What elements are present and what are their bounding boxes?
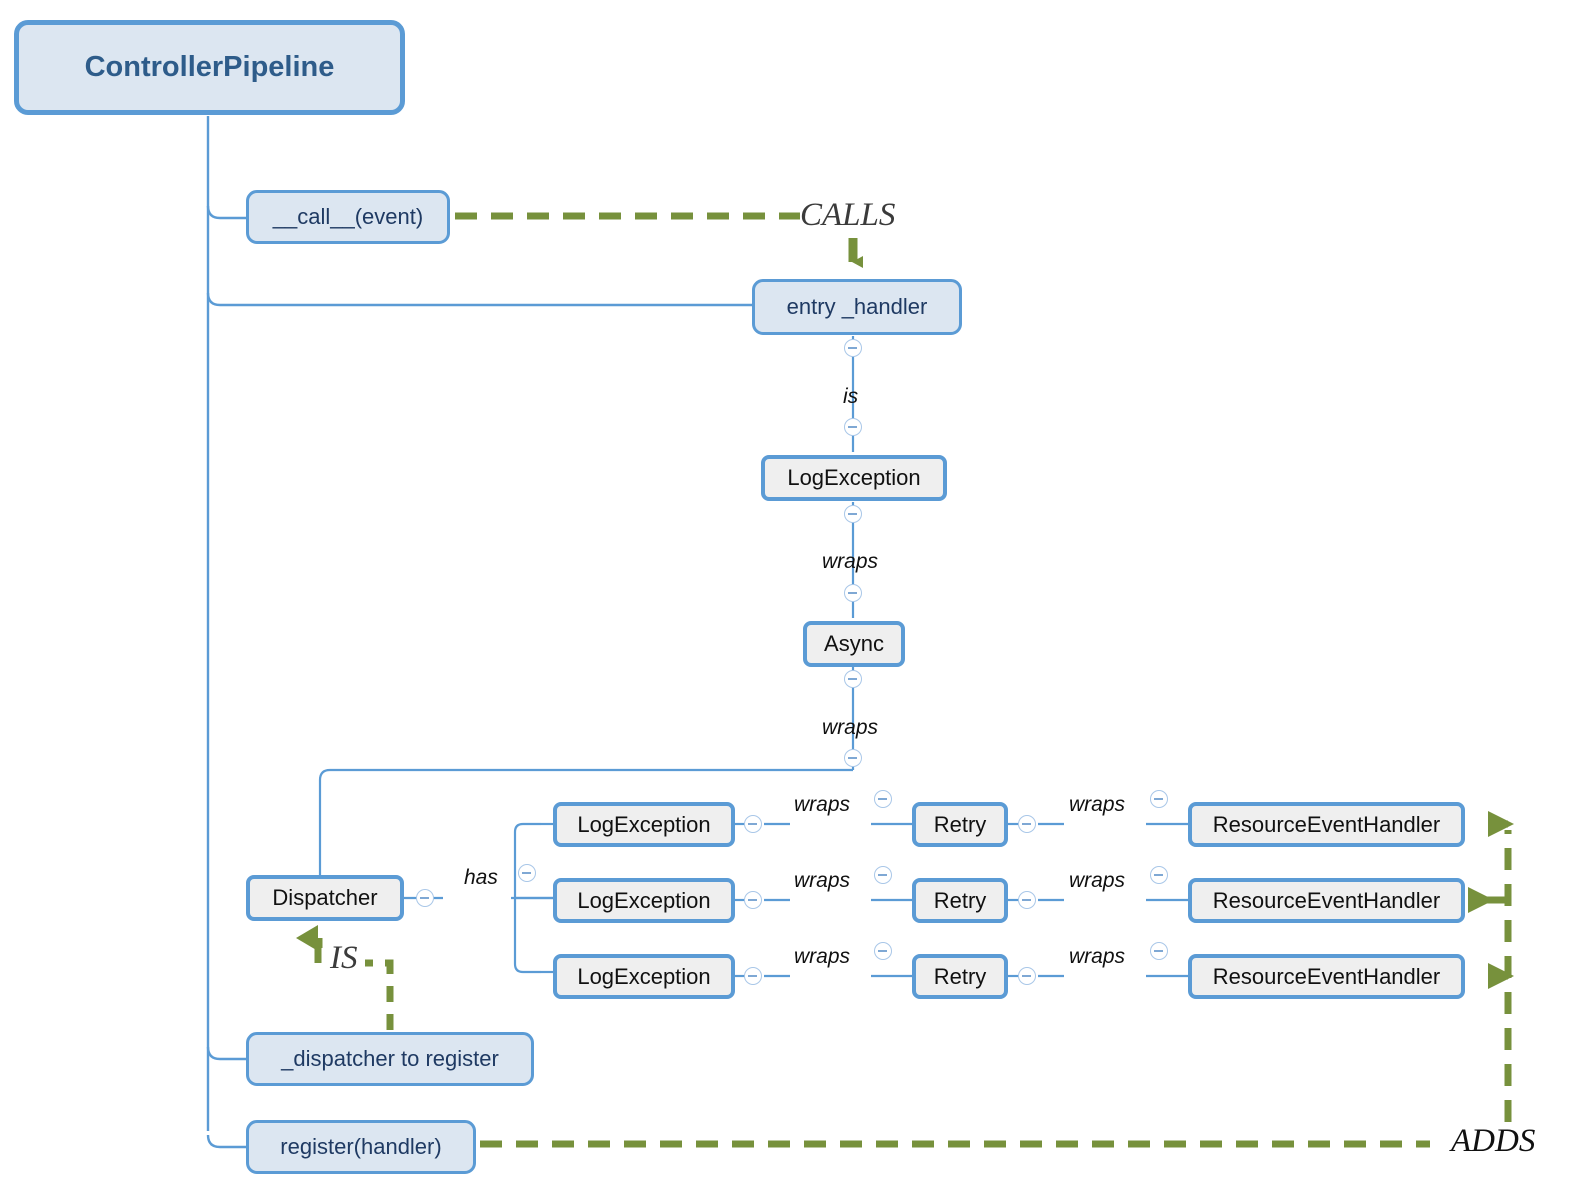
collapse-toggle-wraps-row-2-a[interactable] [874,866,892,884]
edge-label-wraps-row-2-a: wraps [794,870,850,891]
node-label: Dispatcher [272,885,378,910]
node-label: Retry [933,811,987,837]
collapse-toggle-log-row-3[interactable] [744,967,762,985]
collapse-toggle-wraps-row-1-a[interactable] [874,790,892,808]
node-label: LogException [577,887,711,913]
node-label: ResourceEventHandler [1212,887,1441,913]
node-log-exception-row-2[interactable]: LogException [553,878,735,923]
collapse-toggle-wraps-1[interactable] [844,584,862,602]
node-label: _dispatcher to register [281,1046,499,1071]
node-label: Retry [933,963,987,989]
relation-label-calls: CALLS [800,199,895,232]
collapse-toggle-dispatcher[interactable] [416,889,434,907]
chain-connector-lines [318,336,855,875]
edge-label-is: is [843,386,858,407]
collapse-toggle-async[interactable] [844,670,862,688]
relation-label-is: IS [330,942,358,975]
is-relation-edge [314,948,394,1030]
node-register-handler[interactable]: register(handler) [246,1120,476,1174]
tree-connector-lines [206,116,754,1149]
adds-arrows [1468,811,1514,989]
node-label: LogException [577,811,711,837]
collapse-toggle-retry-row-3[interactable] [1018,967,1036,985]
node-label: ControllerPipeline [84,51,335,83]
node-retry-row-3[interactable]: Retry [912,954,1008,999]
relation-text: CALLS [800,197,896,233]
edge-label-text: wraps [794,945,851,968]
edge-label-wraps-row-1-a: wraps [794,794,850,815]
node-retry-row-2[interactable]: Retry [912,878,1008,923]
edge-label-text: wraps [1069,793,1126,816]
edge-label-text: is [843,385,859,408]
node-entry-handler[interactable]: entry _handler [752,279,962,335]
node-label: LogException [787,465,921,490]
node-retry-row-1[interactable]: Retry [912,802,1008,847]
collapse-toggle-wraps-row-1-b[interactable] [1150,790,1168,808]
edge-label-has: has [464,867,498,888]
edge-label-text: has [464,866,498,889]
edge-label-wraps-row-3-b: wraps [1069,946,1125,967]
collapse-toggle-wraps-row-3-a[interactable] [874,942,892,960]
edge-label-text: wraps [794,793,851,816]
node-resource-event-handler-row-1[interactable]: ResourceEventHandler [1188,802,1465,847]
node-log-exception-row-1[interactable]: LogException [553,802,735,847]
node-label: ResourceEventHandler [1212,811,1441,837]
node-log-exception-row-3[interactable]: LogException [553,954,735,999]
edge-label-text: wraps [822,550,879,573]
edge-label-wraps-row-2-b: wraps [1069,870,1125,891]
edge-label-text: wraps [1069,869,1126,892]
relation-text: IS [330,940,358,976]
node-label: Async [824,631,884,656]
node-label: entry _handler [786,294,928,319]
collapse-toggle-has[interactable] [518,864,536,882]
node-label: Retry [933,887,987,913]
node-resource-event-handler-row-3[interactable]: ResourceEventHandler [1188,954,1465,999]
node-controller-pipeline[interactable]: ControllerPipeline [14,20,405,115]
edge-label-wraps-row-1-b: wraps [1069,794,1125,815]
node-dispatcher[interactable]: Dispatcher [246,875,404,921]
collapse-toggle-wraps-row-3-b[interactable] [1150,942,1168,960]
collapse-toggle-retry-row-2[interactable] [1018,891,1036,909]
edge-label-text: wraps [794,869,851,892]
relation-label-adds: ADDS [1451,1125,1535,1158]
collapse-toggle-retry-row-1[interactable] [1018,815,1036,833]
node-label: register(handler) [280,1134,442,1159]
node-label: __call__(event) [272,204,424,229]
edge-label-wraps-row-3-a: wraps [794,946,850,967]
node-resource-event-handler-row-2[interactable]: ResourceEventHandler [1188,878,1465,923]
node-async[interactable]: Async [803,621,905,667]
collapse-toggle-is[interactable] [844,418,862,436]
collapse-toggle-wraps-row-2-b[interactable] [1150,866,1168,884]
edge-label-text: wraps [1069,945,1126,968]
edge-label-text: wraps [822,716,879,739]
node-log-exception-top[interactable]: LogException [761,455,947,501]
collapse-toggle-log-row-1[interactable] [744,815,762,833]
node-label: LogException [577,963,711,989]
collapse-toggle-log-row-2[interactable] [744,891,762,909]
node-dispatcher-to-register[interactable]: _dispatcher to register [246,1032,534,1086]
relation-text: ADDS [1451,1123,1536,1159]
edge-label-wraps-1: wraps [822,551,878,572]
row-connector-lines [735,822,1188,978]
node-label: ResourceEventHandler [1212,963,1441,989]
node-call-event[interactable]: __call__(event) [246,190,450,244]
collapse-toggle-log-exception-top[interactable] [844,505,862,523]
edge-label-wraps-2: wraps [822,717,878,738]
collapse-toggle-wraps-2[interactable] [844,749,862,767]
collapse-toggle-entry-handler[interactable] [844,339,862,357]
